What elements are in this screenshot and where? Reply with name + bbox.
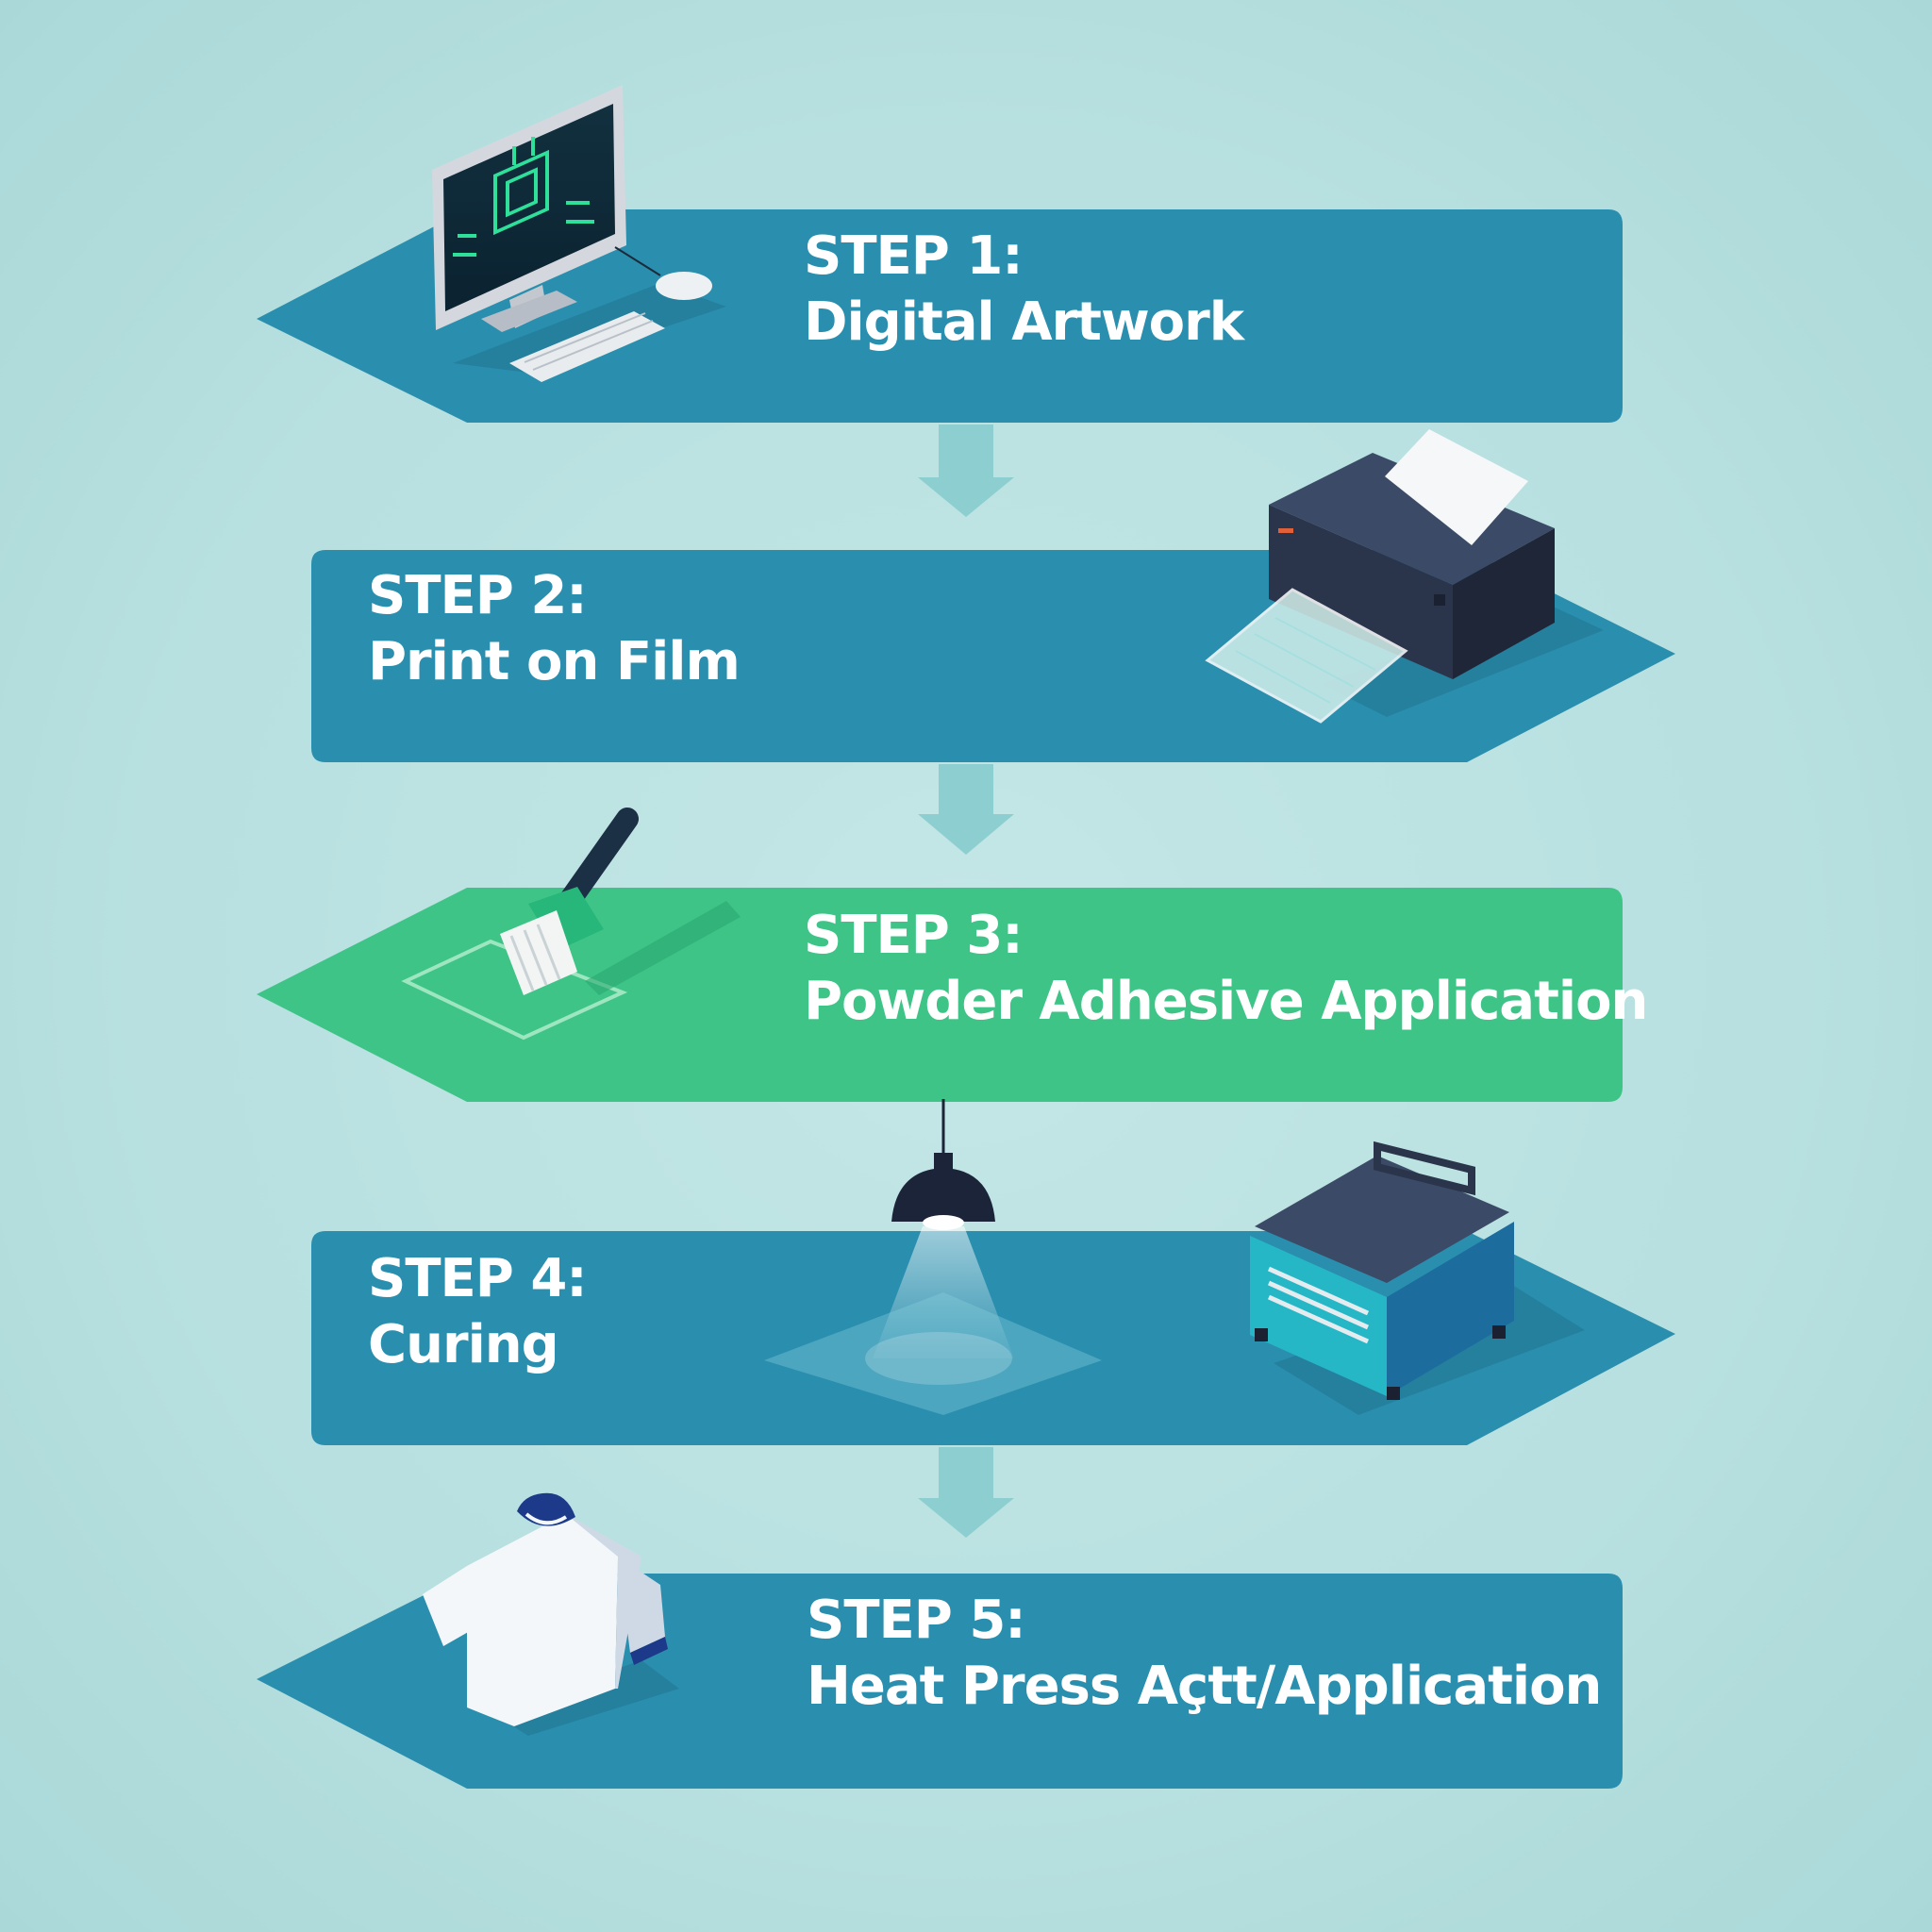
step-2-label: STEP 2: Print on Film — [368, 564, 741, 696]
step-4-label: STEP 4: Curing — [368, 1247, 588, 1379]
step-5-title: Heat Press Açtt/Application — [807, 1656, 1602, 1717]
curing-oven-icon — [1250, 1141, 1585, 1415]
step-1-label: STEP 1: Digital Artwork — [804, 225, 1244, 357]
arrow-2-to-3 — [918, 764, 1014, 855]
computer-icon — [432, 85, 726, 382]
step-5-label: STEP 5: Heat Press Açtt/Application — [807, 1589, 1602, 1721]
printer-icon — [1205, 429, 1604, 724]
step-3-label: STEP 3: Powder Adhesive Application — [804, 904, 1648, 1036]
step-2-number: STEP 2: — [368, 565, 588, 626]
brush-icon — [401, 808, 741, 1041]
step-3-banner — [257, 888, 1623, 1102]
step-4-number: STEP 4: — [368, 1248, 588, 1309]
step-1-number: STEP 1: — [804, 225, 1024, 287]
step-3-number: STEP 3: — [804, 905, 1024, 966]
step-2-title: Print on Film — [368, 631, 741, 692]
tshirt-icon — [423, 1492, 679, 1736]
step-1-title: Digital Artwork — [804, 291, 1244, 353]
arrow-1-to-2 — [918, 425, 1014, 517]
step-5-number: STEP 5: — [807, 1590, 1026, 1651]
step-3-title: Powder Adhesive Application — [804, 971, 1648, 1032]
curing-lamp-icon — [764, 1099, 1102, 1415]
step-1-banner — [257, 209, 1623, 423]
step-4-title: Curing — [368, 1314, 559, 1375]
arrow-4-to-5 — [918, 1447, 1014, 1538]
